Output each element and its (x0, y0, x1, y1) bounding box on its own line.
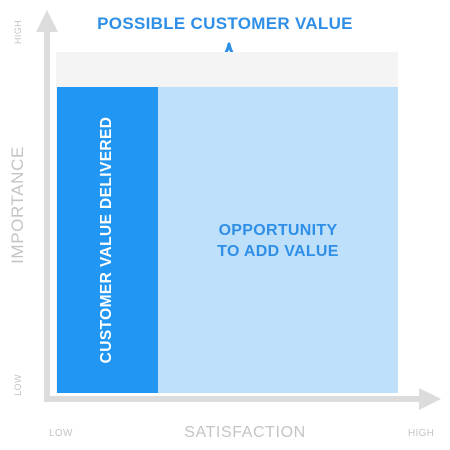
possible-customer-value-title: POSSIBLE CUSTOMER VALUE (97, 14, 353, 33)
x-axis-low-label: LOW (49, 428, 73, 439)
x-axis-title: SATISFACTION (184, 424, 306, 441)
y-axis-arrow-icon (36, 10, 58, 32)
opportunity-region (158, 87, 398, 393)
y-axis-title: IMPORTANCE (8, 146, 27, 264)
x-axis-high-label: HIGH (408, 428, 435, 439)
y-axis-high-label: HIGH (13, 19, 23, 45)
opportunity-label: OPPORTUNITY TO ADD VALUE (217, 222, 339, 260)
customer-value-delivered-region (57, 87, 158, 393)
x-axis-arrow-icon (419, 388, 441, 410)
y-axis-low-label: LOW (13, 374, 23, 396)
